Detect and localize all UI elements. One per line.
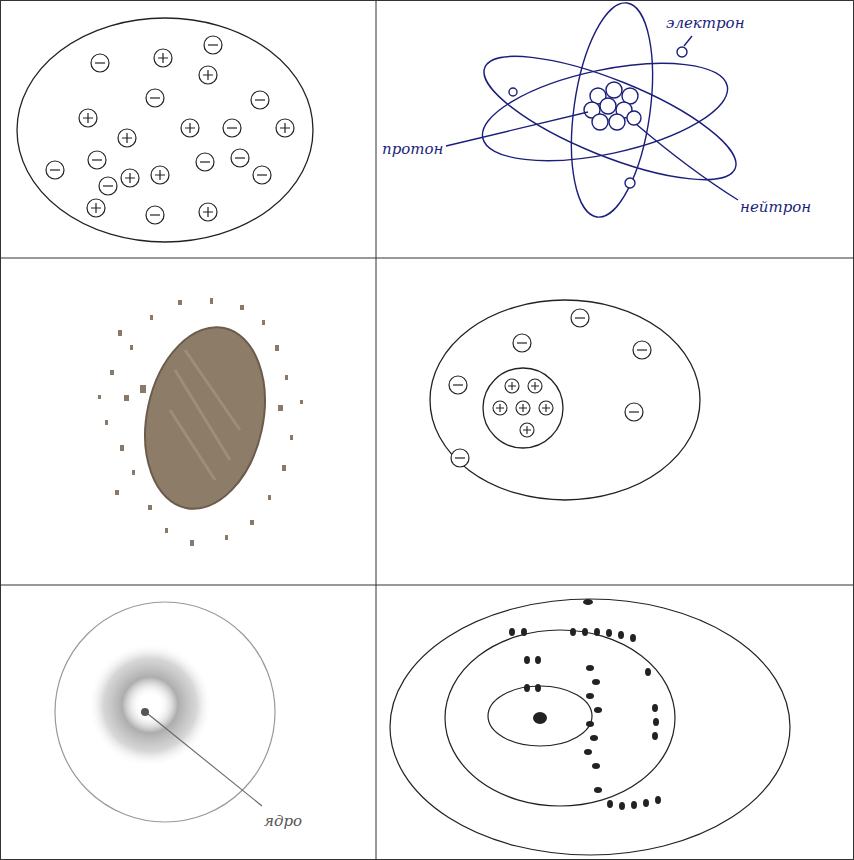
atom-outline — [55, 602, 275, 822]
proton — [516, 401, 530, 415]
particles — [98, 298, 303, 546]
thomson-model — [17, 18, 313, 242]
cloud-model — [98, 298, 303, 546]
positive-charge — [87, 199, 105, 217]
nucleus — [533, 712, 547, 724]
nucleus — [584, 82, 641, 130]
negative-charge — [223, 119, 241, 137]
shell-model — [390, 599, 790, 855]
proton — [505, 379, 519, 393]
negative-charge — [99, 177, 117, 195]
positive-charge — [199, 203, 217, 221]
negative-charge — [146, 89, 164, 107]
leader-line — [148, 714, 262, 806]
cloud-model — [55, 602, 275, 822]
shell — [445, 630, 675, 806]
orbit — [559, 0, 664, 222]
electron — [625, 178, 635, 188]
electron — [633, 341, 651, 359]
proton-label: протон — [380, 140, 445, 158]
shell — [390, 599, 790, 855]
nucleus — [141, 708, 149, 716]
nuclear-model — [430, 300, 700, 500]
negative-charge — [46, 161, 64, 179]
negative-charge — [251, 91, 269, 109]
nucleus — [483, 368, 563, 448]
leader-line — [684, 36, 692, 46]
leader-line — [446, 112, 588, 146]
atom-outline — [430, 300, 700, 500]
negative-charge — [196, 153, 214, 171]
electron — [451, 449, 469, 467]
positive-charge — [276, 119, 294, 137]
electron — [513, 334, 531, 352]
atom-body — [129, 316, 281, 520]
planetary-model — [446, 0, 749, 222]
electron — [677, 47, 687, 57]
negative-charge — [231, 149, 249, 167]
orbit — [471, 32, 750, 204]
positive-charge — [181, 119, 199, 137]
positive-charge — [151, 166, 169, 184]
electron-label: электрон — [664, 14, 747, 32]
positive-charge — [199, 66, 217, 84]
proton — [520, 423, 534, 437]
atom-outline — [17, 18, 313, 242]
negative-charge — [88, 151, 106, 169]
nucleus-label: ядро — [262, 812, 304, 830]
positive-charge — [118, 129, 136, 147]
electrons — [509, 599, 661, 810]
orbit — [474, 45, 736, 179]
shading — [170, 350, 240, 480]
positive-charge — [121, 169, 139, 187]
proton — [493, 401, 507, 415]
electron — [449, 376, 467, 394]
negative-charge — [91, 54, 109, 72]
negative-charge — [253, 166, 271, 184]
proton — [539, 401, 553, 415]
electron — [509, 88, 517, 96]
shell — [488, 686, 592, 746]
positive-charge — [79, 109, 97, 127]
proton — [528, 379, 542, 393]
negative-charge — [146, 206, 164, 224]
leader-line — [636, 124, 738, 200]
electron-cloud — [88, 643, 212, 767]
neutron-label: нейтрон — [738, 198, 813, 216]
negative-charge — [204, 36, 222, 54]
electron — [571, 309, 589, 327]
positive-charge — [154, 49, 172, 67]
electron — [625, 403, 643, 421]
